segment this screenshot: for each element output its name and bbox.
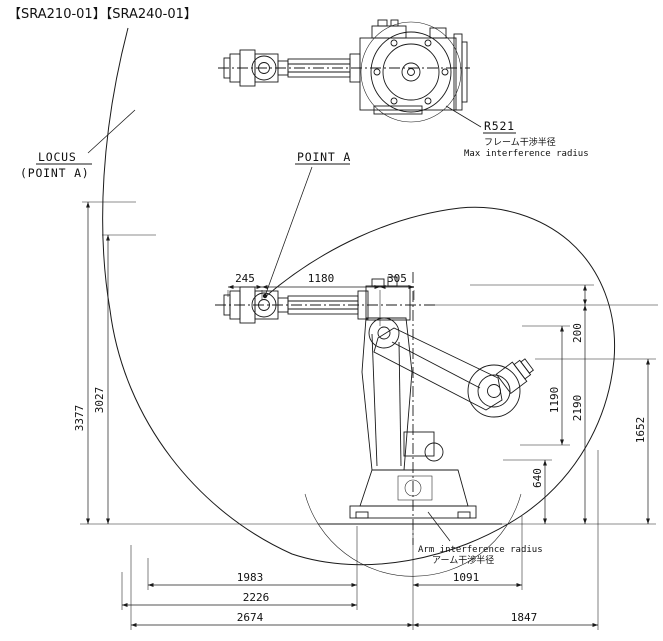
dim-3027: 3027 <box>93 387 106 414</box>
dimensions-right: 200 2190 1190 640 1652 <box>430 284 658 525</box>
dim-1847: 1847 <box>511 611 538 624</box>
dimensions-top: 245 1180 305 <box>227 272 415 326</box>
envelope-upper-arc <box>264 207 461 298</box>
dim-245: 245 <box>235 272 255 285</box>
annotation-point-a: POINT A <box>262 150 351 299</box>
dimensions-bottom: 1983 1091 2226 2674 1847 <box>121 450 599 630</box>
dim-640: 640 <box>531 468 544 488</box>
max-radius-jp: フレーム干渉半径 <box>484 136 556 148</box>
locus-label: LOCUS <box>38 150 77 164</box>
robot-base-position <box>215 272 534 577</box>
folded-wrist-flange <box>495 358 534 394</box>
arm-radius-en: Arm interference radius <box>418 545 543 555</box>
dim-1180: 1180 <box>308 272 335 285</box>
dim-2674: 2674 <box>237 611 264 624</box>
max-radius-value: R521 <box>484 119 515 133</box>
dim-1983: 1983 <box>237 571 264 584</box>
annotation-locus: LOCUS (POINT A) <box>20 109 136 180</box>
dim-1190: 1190 <box>548 387 561 414</box>
locus-sub-label: (POINT A) <box>20 166 90 180</box>
point-a-label: POINT A <box>297 150 351 164</box>
dim-1652: 1652 <box>634 417 647 444</box>
dim-200: 200 <box>571 323 584 343</box>
dim-2226: 2226 <box>243 591 270 604</box>
dim-305: 305 <box>387 272 407 285</box>
annotation-arm-interference: Arm interference radius アーム干渉半径 <box>418 511 543 566</box>
arm-radius-jp: アーム干渉半径 <box>432 554 494 566</box>
max-radius-en: Max interference radius <box>464 149 589 159</box>
drawing-title: 【SRA210-01】【SRA240-01】 <box>8 7 197 22</box>
robot-top-position <box>218 19 470 123</box>
dim-3377: 3377 <box>73 405 86 432</box>
max-interference-circle <box>360 21 462 123</box>
dimensions-left: 3377 3027 <box>73 201 352 525</box>
point-a-marker <box>262 293 268 299</box>
dim-1091: 1091 <box>453 571 480 584</box>
dim-2190: 2190 <box>571 395 584 422</box>
annotation-max-interference: R521 フレーム干渉半径 Max interference radius <box>445 105 589 159</box>
